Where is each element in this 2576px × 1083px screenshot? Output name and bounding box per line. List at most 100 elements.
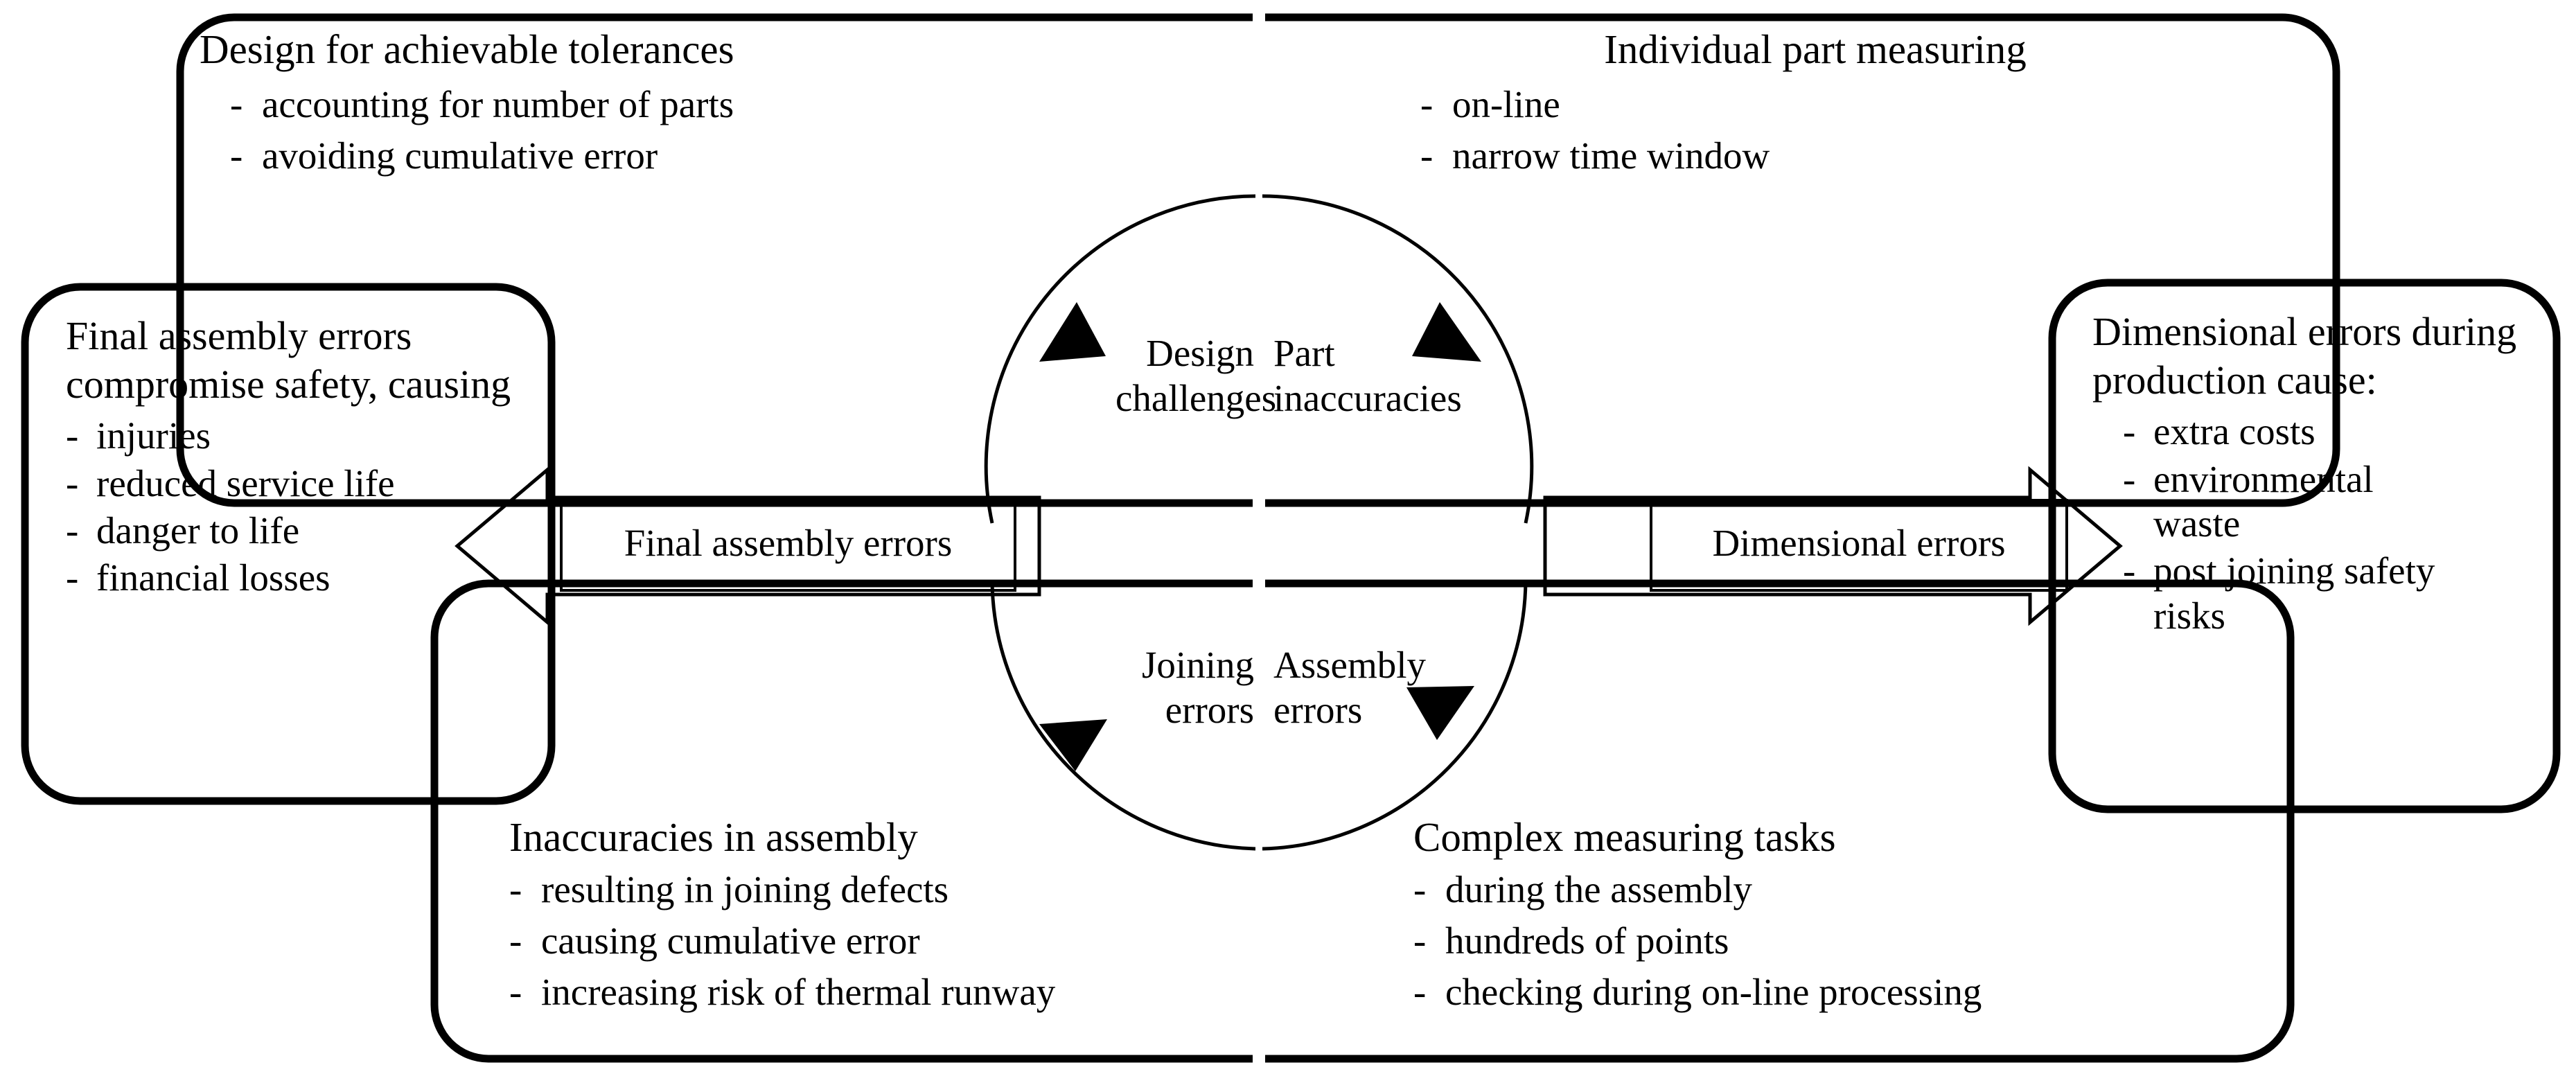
- bullet-text: avoiding cumulative error: [262, 134, 658, 177]
- bullet-text: financial losses: [96, 556, 330, 599]
- box-bottom-right-heading: Complex measuring tasks: [1413, 814, 1836, 860]
- bullet-text: on-line: [1452, 82, 1560, 125]
- box-top-right-bullets: -on-line -narrow time window: [1420, 82, 2300, 179]
- bullet-dash: -: [1413, 919, 1427, 962]
- bullet-item: -during the assembly: [1413, 868, 2231, 912]
- bullet-text: environmental waste: [2153, 457, 2374, 545]
- box-left: Final assembly errors compromise safety,…: [66, 312, 523, 601]
- bullet-item: -resulting in joining defects: [509, 868, 1251, 912]
- box-bottom-right: Complex measuring tasks -during the asse…: [1413, 814, 2231, 1015]
- bullet-text: checking during on-line processing: [1445, 971, 1982, 1014]
- box-outline-bottom-left: [430, 579, 1253, 1063]
- cycle-arrow-assembly-errors: [1406, 686, 1474, 740]
- cycle-arc-assembly-errors: [1262, 580, 1528, 851]
- bullet-text: during the assembly: [1445, 868, 1752, 910]
- cycle-arrow-part-inaccuracies: [1412, 302, 1481, 362]
- bullet-dash: -: [230, 82, 243, 125]
- arc-label-line1: Assembly: [1273, 644, 1426, 686]
- bullet-item: -increasing risk of thermal runway: [509, 970, 1251, 1014]
- bullet-text: hundreds of points: [1445, 919, 1729, 962]
- arc-label-part-inaccuracies: Part inaccuracies: [1273, 331, 1502, 421]
- bullet-item: -hundreds of points: [1413, 919, 2231, 963]
- cycle-arrow-design-challenges: [1039, 302, 1106, 362]
- arc-label-joining-errors: Joining errors: [1095, 643, 1254, 733]
- arc-label-line2: challenges: [1115, 376, 1277, 419]
- bullet-dash: -: [230, 134, 243, 177]
- bullet-dash: -: [2123, 410, 2136, 453]
- bullet-item: -on-line: [1420, 82, 2300, 127]
- cycle-arc-design-challenges: [984, 194, 1256, 524]
- bullet-dash: -: [509, 971, 522, 1014]
- block-arrow-left: [455, 466, 1041, 626]
- box-top-right-heading: Individual part measuring: [1604, 26, 2027, 72]
- box-bottom-left: Inaccuracies in assembly -resulting in j…: [509, 814, 1251, 1015]
- bullet-dash: -: [509, 868, 522, 910]
- bullet-item: -post joining safety risks: [2123, 549, 2536, 638]
- arc-label-assembly-errors: Assembly errors: [1273, 643, 1467, 733]
- bullet-item: -danger to life: [66, 509, 523, 553]
- bullet-text: causing cumulative error: [541, 919, 920, 962]
- arc-label-design-challenges: Design challenges: [1115, 331, 1277, 421]
- box-outline-left: [21, 283, 556, 805]
- bullet-dash: -: [509, 919, 522, 962]
- bullet-dash: -: [1420, 82, 1433, 125]
- box-top-left-bullets: -accounting for number of parts -avoidin…: [230, 82, 1225, 179]
- arc-label-line2: inaccuracies: [1273, 376, 1462, 419]
- block-arrow-right: [1543, 466, 2123, 626]
- bullet-text: post joining safety risks: [2153, 549, 2435, 637]
- bullet-dash: -: [1413, 971, 1427, 1014]
- bullet-text: danger to life: [96, 509, 300, 552]
- arc-label-line1: Part: [1273, 332, 1335, 374]
- block-arrow-left-label-plate: [560, 499, 1016, 592]
- box-right-bullets: -extra costs -environmental waste -post …: [2123, 410, 2536, 638]
- cycle-arrow-joining-errors: [1039, 719, 1107, 771]
- box-top-right: Individual part measuring -on-line -narr…: [1330, 26, 2300, 178]
- bullet-dash: -: [66, 461, 79, 504]
- box-right: Dimensional errors during production cau…: [2092, 308, 2536, 638]
- bullet-dash: -: [66, 509, 79, 552]
- bullet-dash: -: [2123, 457, 2136, 500]
- cycle-arc-part-inaccuracies: [1262, 194, 1534, 524]
- bullet-item: -avoiding cumulative error: [230, 134, 1225, 178]
- bullet-dash: -: [2123, 549, 2136, 592]
- arc-label-line2: errors: [1165, 688, 1254, 731]
- bullet-item: -causing cumulative error: [509, 919, 1251, 963]
- bullet-text: increasing risk of thermal runway: [541, 971, 1056, 1014]
- bullet-text: resulting in joining defects: [541, 868, 949, 910]
- box-outline-top-right: [1265, 13, 2340, 507]
- bullet-dash: -: [1413, 868, 1427, 910]
- bullet-item: -reduced service life: [66, 461, 523, 506]
- box-left-heading: Final assembly errors compromise safety,…: [66, 313, 511, 407]
- bullet-text: extra costs: [2153, 410, 2315, 453]
- cycle-arc-joining-errors: [990, 580, 1256, 851]
- bullet-item: -accounting for number of parts: [230, 82, 1225, 127]
- box-outline-bottom-right: [1265, 579, 2295, 1063]
- bullet-item: -environmental waste: [2123, 457, 2536, 547]
- bullet-dash: -: [1420, 134, 1433, 177]
- box-bottom-left-heading: Inaccuracies in assembly: [509, 814, 918, 860]
- block-arrow-left-label: Final assembly errors: [624, 522, 953, 564]
- bullet-text: reduced service life: [96, 461, 395, 504]
- bullet-item: -injuries: [66, 414, 523, 458]
- arc-label-line2: errors: [1273, 688, 1363, 731]
- bullet-item: -extra costs: [2123, 410, 2536, 454]
- bullet-item: -checking during on-line processing: [1413, 970, 2231, 1014]
- bullet-text: accounting for number of parts: [262, 82, 734, 125]
- arc-label-line1: Design: [1146, 332, 1254, 374]
- box-top-left: Design for achievable tolerances -accoun…: [200, 26, 1225, 178]
- bullet-dash: -: [66, 414, 79, 457]
- bullet-item: -narrow time window: [1420, 134, 2300, 178]
- bullet-dash: -: [66, 556, 79, 599]
- box-outline-right: [2048, 279, 2561, 813]
- box-left-bullets: -injuries -reduced service life -danger …: [66, 414, 523, 600]
- box-top-left-heading: Design for achievable tolerances: [200, 26, 734, 72]
- block-arrow-right-label: Dimensional errors: [1712, 522, 2006, 564]
- bullet-text: injuries: [96, 414, 211, 457]
- box-bottom-right-bullets: -during the assembly -hundreds of points…: [1413, 868, 2231, 1015]
- bullet-text: narrow time window: [1452, 134, 1770, 177]
- box-outline-top-left: [176, 13, 1253, 507]
- arc-label-line1: Joining: [1142, 644, 1254, 686]
- box-right-heading: Dimensional errors during production cau…: [2092, 309, 2517, 403]
